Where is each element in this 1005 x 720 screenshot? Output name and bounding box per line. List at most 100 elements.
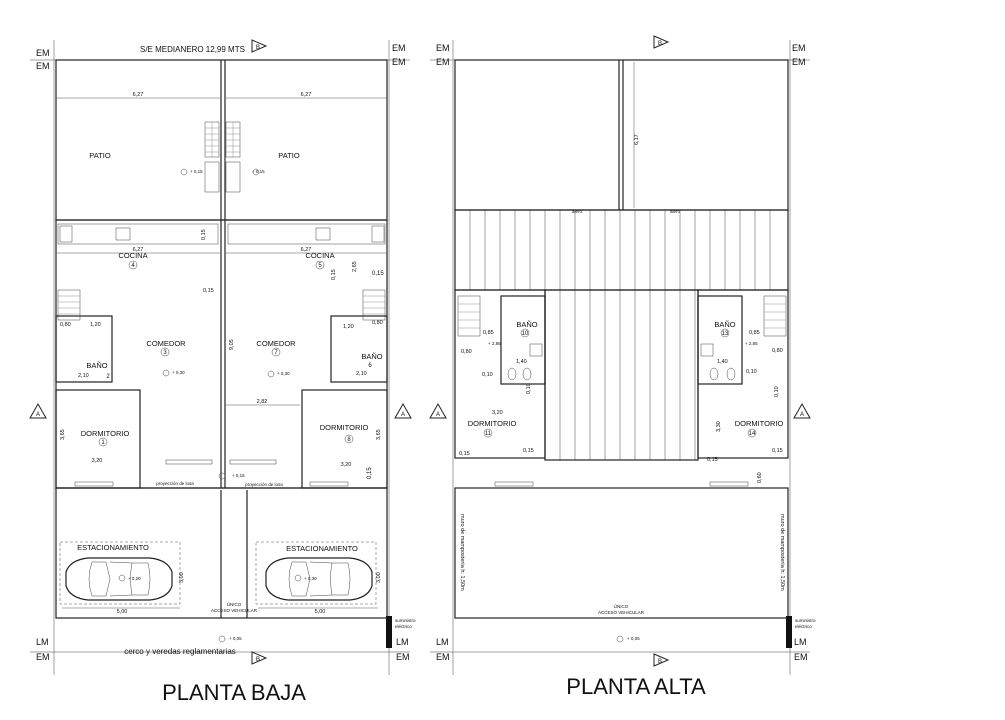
- em-3: EM: [392, 43, 406, 53]
- dim-500-left: 5,00: [117, 609, 128, 615]
- lm-3: LM: [436, 637, 449, 647]
- marker-a-2: A: [401, 412, 405, 418]
- dim-210-right: 2,10: [356, 371, 367, 377]
- dim-015-upper-b: 0,15: [523, 448, 534, 454]
- car-left: [65, 557, 173, 601]
- level-comedor-left: + 0,30: [172, 370, 185, 375]
- dim-060: 0,60: [757, 472, 763, 483]
- dim-015-upper-c: 0,15: [772, 448, 783, 454]
- marker-b-1: B: [256, 45, 260, 51]
- room-dorm-left-num: 1: [101, 440, 105, 446]
- dim-patio-right: 6,27: [301, 92, 312, 98]
- proj-losa-left: proyección de losa: [156, 481, 194, 486]
- level-bano-upper-right: + 2,85: [745, 341, 758, 346]
- alero-left: alero: [572, 209, 583, 214]
- dim-617: 6,17: [634, 134, 640, 145]
- room-bano-right-num: 6: [368, 363, 372, 369]
- room-dorm-left: DORMITORIO: [81, 429, 130, 438]
- property-line-markers: EM EM EM EM EM EM EM EM LM EM LM EM LM E…: [36, 43, 808, 662]
- em-2: EM: [36, 61, 50, 71]
- dim-210-left: 2,10: [78, 373, 89, 379]
- dim-320-left: 3,20: [92, 458, 103, 464]
- em-11: EM: [436, 652, 450, 662]
- marker-b-4: B: [658, 659, 662, 665]
- dim-300-right: 3,00: [376, 572, 382, 583]
- dim-282: 2,82: [257, 399, 268, 405]
- dim-015-b: 0,15: [203, 288, 214, 294]
- em-10: EM: [396, 652, 410, 662]
- dim-300-left: 3,00: [179, 572, 185, 583]
- marker-a-1: A: [36, 412, 40, 418]
- room-estac-left: ESTACIONAMIENTO: [77, 543, 149, 552]
- dim-015-c: 0,15: [331, 269, 337, 280]
- room-dorm-upper-left: DORMITORIO: [468, 419, 517, 428]
- lm-4: LM: [794, 637, 807, 647]
- level-patio-right: + 0,15: [252, 169, 265, 174]
- dim-cocina-right: 6,27: [301, 247, 312, 253]
- stairs-right: [362, 289, 386, 321]
- room-dorm-upper-right-num: 14: [749, 431, 756, 437]
- marker-a-3: A: [436, 412, 440, 418]
- room-comedor-right-num: 7: [274, 350, 278, 356]
- ground-floor-plan: 6,27 6,27 PATIO PATIO + 0,15 + 0,15: [30, 40, 416, 675]
- em-1: EM: [36, 48, 50, 58]
- ground-top-note: S/E MEDIANERO 12,99 MTS: [140, 45, 245, 54]
- room-dorm-right-num: 8: [347, 437, 351, 443]
- lm-2: LM: [396, 637, 409, 647]
- marker-b-3: B: [658, 41, 662, 47]
- dim-015-upper-a: 0,15: [459, 451, 470, 457]
- electric-supply-upper: [786, 616, 792, 648]
- access-upper-1: ÚNICO: [614, 603, 629, 609]
- em-4: EM: [392, 57, 406, 67]
- wall-note-right: muro de mampostería h: 1,50m: [779, 514, 785, 591]
- room-cocina-right: COCINA: [305, 251, 334, 260]
- ground-bottom-note: cerco y veredas reglamentarias: [124, 647, 236, 656]
- em-9: EM: [36, 652, 50, 662]
- room-bano-upper-right: BAÑO: [714, 320, 735, 329]
- dim-patio-left: 6,27: [133, 92, 144, 98]
- em-8: EM: [792, 57, 806, 67]
- access-upper-2: ACCESO VEHICULAR: [598, 610, 645, 615]
- room-bano-left-num: 2: [106, 374, 110, 380]
- supply-upper-2: eléctrico: [795, 624, 812, 629]
- room-dorm-right: DORMITORIO: [320, 423, 369, 432]
- dim-320-upper-left: 3,20: [492, 410, 503, 416]
- dim-015-a: 0,15: [201, 229, 207, 240]
- dim-010-b: 0,10: [526, 383, 532, 394]
- title-planta-alta: PLANTA ALTA: [566, 674, 706, 699]
- marker-a-4: A: [800, 412, 804, 418]
- room-patio-left: PATIO: [89, 151, 111, 160]
- room-dorm-upper-left-num: 11: [485, 431, 492, 437]
- wall-note-left: muro de mampostería h: 1,50m: [459, 514, 465, 591]
- level-patio-left: + 0,15: [190, 169, 203, 174]
- level-bano-upper-left: + 2,85: [488, 341, 501, 346]
- dim-320-right: 3,20: [341, 462, 352, 468]
- level-street-upper: + 0,05: [627, 636, 640, 641]
- proj-losa-right: proyección de losa: [245, 482, 283, 487]
- dim-905: 9,05: [229, 339, 235, 350]
- dim-330-upper-right: 3,30: [716, 421, 722, 432]
- level-car-right: + 0,30: [304, 576, 317, 581]
- dim-010-d: 0,10: [774, 386, 780, 397]
- access-ground-1: ÚNICO: [227, 601, 242, 607]
- level-street-ground: + 0,05: [229, 636, 242, 641]
- room-patio-right: PATIO: [278, 151, 300, 160]
- lm-1: LM: [36, 637, 49, 647]
- marker-b-2: B: [256, 657, 260, 663]
- room-estac-right: ESTACIONAMIENTO: [286, 544, 358, 553]
- dim-265: 2,65: [352, 261, 358, 272]
- room-bano-upper-left: BAÑO: [516, 320, 537, 329]
- room-bano-left: BAÑO: [86, 361, 107, 370]
- dim-010-a: 0,10: [482, 372, 493, 378]
- dim-120-left: 1,20: [90, 322, 101, 328]
- supply-upper-1: suministro: [795, 618, 816, 623]
- dim-010-c: 0,10: [746, 369, 757, 375]
- room-comedor-right: COMEDOR: [256, 339, 296, 348]
- room-cocina-left-num: 4: [131, 263, 135, 269]
- em-6: EM: [436, 57, 450, 67]
- level-front: + 0,15: [232, 473, 245, 478]
- room-bano-upper-right-num: 13: [722, 331, 729, 337]
- level-comedor-right: + 0,30: [277, 371, 290, 376]
- car-right: [265, 557, 373, 601]
